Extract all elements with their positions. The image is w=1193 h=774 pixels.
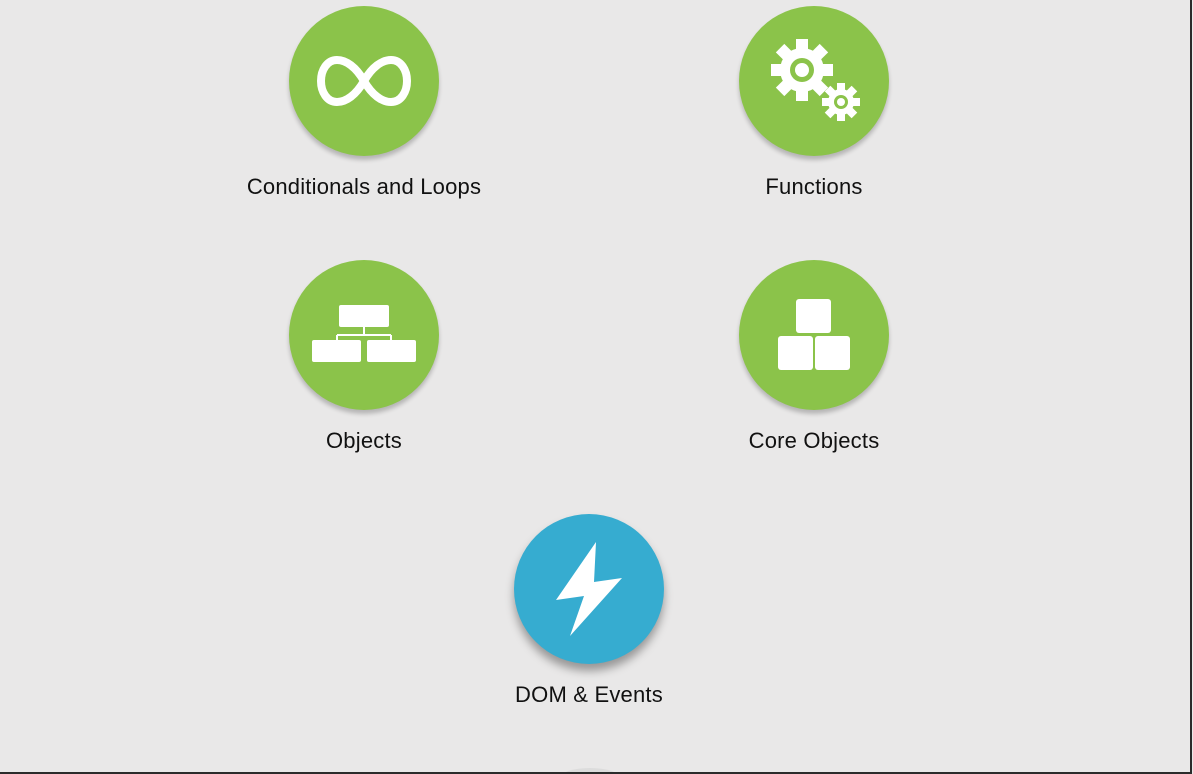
next-skill-badge-peek: [560, 768, 620, 772]
skill-dom-and-events[interactable]: DOM & Events: [439, 514, 739, 708]
skill-label: Objects: [326, 428, 402, 453]
skill-label: Conditionals and Loops: [246, 174, 482, 199]
skill-badge[interactable]: [289, 260, 439, 410]
blocks-icon: [777, 299, 851, 371]
skill-label: Core Objects: [748, 428, 880, 453]
skill-label: Functions: [765, 174, 863, 199]
skill-core-objects[interactable]: Core Objects: [664, 260, 964, 454]
skill-functions[interactable]: Functions: [664, 6, 964, 200]
lightning-icon: [554, 542, 624, 636]
gears-icon: [764, 36, 864, 126]
skill-badge[interactable]: [739, 6, 889, 156]
infinity-icon: [316, 53, 412, 109]
skill-objects[interactable]: Objects: [214, 260, 514, 454]
skill-badge[interactable]: [739, 260, 889, 410]
skill-conditionals-and-loops[interactable]: Conditionals and Loops: [214, 6, 514, 200]
skill-badge[interactable]: [289, 6, 439, 156]
hierarchy-icon: [311, 305, 417, 365]
skill-badge[interactable]: [514, 514, 664, 664]
skill-label: DOM & Events: [515, 682, 663, 707]
